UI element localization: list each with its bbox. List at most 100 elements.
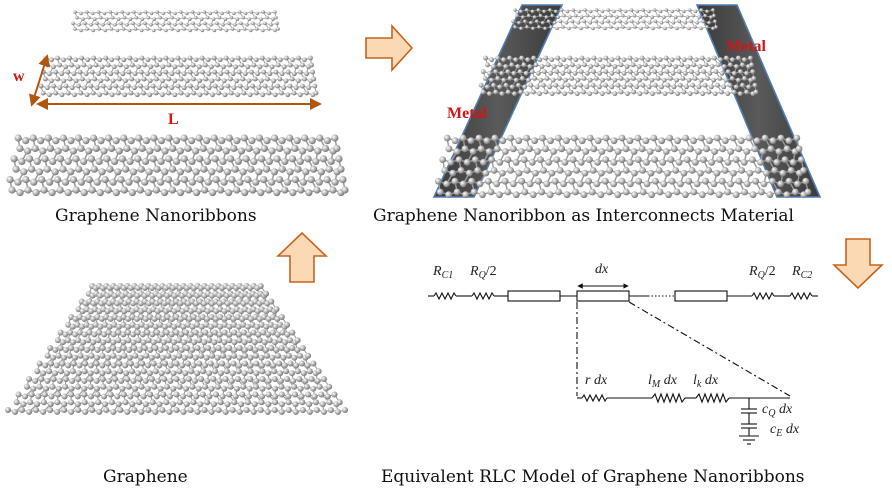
carbon-atom bbox=[247, 376, 254, 382]
carbon-atom bbox=[538, 13, 543, 18]
carbon-atom bbox=[61, 78, 67, 84]
carbon-atom bbox=[159, 354, 166, 361]
carbon-atom bbox=[255, 331, 262, 338]
carbon-atom bbox=[690, 137, 697, 145]
carbon-atom bbox=[568, 177, 576, 185]
carbon-atom bbox=[699, 8, 704, 12]
carbon-atom bbox=[308, 137, 316, 145]
carbon-atom bbox=[518, 177, 526, 185]
carbon-atom bbox=[187, 137, 196, 145]
carbon-atom bbox=[104, 354, 111, 361]
carbon-atom bbox=[27, 399, 34, 406]
carbon-atom bbox=[621, 25, 625, 29]
carbon-atom bbox=[123, 370, 130, 377]
carbon-atom bbox=[703, 62, 709, 68]
carbon-atom bbox=[241, 57, 247, 63]
carbon-atom bbox=[28, 391, 35, 398]
carbon-atom bbox=[204, 377, 211, 384]
carbon-atom bbox=[176, 189, 185, 197]
carbon-atom bbox=[247, 368, 254, 375]
carbon-atom bbox=[264, 408, 271, 415]
carbon-atom bbox=[72, 155, 80, 163]
carbon-atom bbox=[573, 167, 581, 174]
carbon-atom bbox=[561, 25, 565, 29]
carbon-atom bbox=[134, 155, 142, 163]
carbon-atom bbox=[137, 22, 141, 27]
carbon-atom bbox=[265, 377, 272, 384]
carbon-atom bbox=[276, 144, 284, 152]
carbon-atom bbox=[469, 148, 477, 155]
carbon-atom bbox=[184, 64, 190, 70]
carbon-atom bbox=[34, 368, 41, 375]
carbon-atom bbox=[331, 178, 339, 186]
carbon-atom bbox=[712, 91, 718, 97]
carbon-atom bbox=[249, 69, 254, 75]
carbon-atom bbox=[117, 62, 123, 68]
carbon-atom bbox=[509, 62, 515, 68]
carbon-atom bbox=[674, 77, 680, 83]
carbon-atom bbox=[327, 407, 334, 413]
carbon-atom bbox=[67, 168, 75, 176]
carbon-atom bbox=[283, 55, 289, 61]
carbon-atom bbox=[134, 92, 140, 98]
carbon-atom bbox=[623, 9, 628, 14]
carbon-atom bbox=[689, 19, 694, 24]
carbon-atom bbox=[265, 401, 272, 408]
carbon-atom bbox=[143, 323, 150, 330]
carbon-atom bbox=[99, 376, 106, 382]
carbon-atom bbox=[169, 71, 175, 77]
carbon-atom bbox=[668, 89, 674, 95]
carbon-atom bbox=[445, 191, 453, 199]
carbon-atom bbox=[698, 134, 705, 142]
carbon-atom bbox=[789, 158, 797, 166]
carbon-atom bbox=[258, 399, 265, 406]
carbon-atom bbox=[536, 70, 541, 76]
carbon-atom bbox=[484, 177, 492, 185]
carbon-atom bbox=[757, 158, 764, 166]
carbon-atom bbox=[107, 21, 111, 26]
carbon-atom bbox=[54, 337, 61, 344]
carbon-atom bbox=[277, 321, 284, 328]
carbon-atom bbox=[513, 57, 519, 63]
carbon-atom bbox=[267, 71, 273, 77]
carbon-atom bbox=[259, 55, 265, 61]
carbon-atom bbox=[301, 134, 309, 142]
carbon-atom bbox=[59, 165, 67, 173]
carbon-atom bbox=[139, 360, 146, 367]
carbon-atom bbox=[178, 346, 185, 353]
carbon-atom bbox=[210, 376, 217, 382]
carbon-atom bbox=[290, 57, 295, 63]
carbon-atom bbox=[708, 158, 716, 166]
carbon-atom bbox=[86, 329, 93, 336]
carbon-atom bbox=[75, 165, 83, 173]
carbon-atom bbox=[107, 144, 116, 152]
carbon-atom bbox=[114, 69, 120, 75]
carbon-atom bbox=[123, 64, 129, 70]
carbon-atom bbox=[468, 177, 476, 185]
carbon-atom bbox=[231, 346, 238, 353]
carbon-atom bbox=[64, 189, 72, 197]
carbon-atom bbox=[769, 137, 777, 145]
carbon-atom bbox=[300, 83, 305, 89]
carbon-atom bbox=[688, 167, 696, 174]
carbon-atom bbox=[471, 156, 479, 164]
carbon-atom bbox=[748, 55, 753, 61]
carbon-atom bbox=[88, 186, 96, 194]
carbon-atom bbox=[90, 165, 98, 173]
carbon-atom bbox=[28, 165, 36, 173]
carbon-atom bbox=[651, 55, 657, 61]
carbon-atom bbox=[263, 137, 271, 145]
carbon-atom bbox=[518, 89, 524, 95]
carbon-atom bbox=[507, 55, 513, 61]
carbon-atom bbox=[665, 19, 670, 24]
carbon-atom bbox=[52, 370, 59, 377]
carbon-atom bbox=[316, 134, 324, 142]
carbon-atom bbox=[670, 9, 674, 14]
carbon-atom bbox=[709, 15, 713, 19]
carbon-atom bbox=[740, 62, 745, 68]
carbon-atom bbox=[612, 64, 618, 69]
carbon-atom bbox=[189, 383, 196, 390]
carbon-atom bbox=[732, 156, 740, 164]
lattice-bonds bbox=[437, 137, 809, 196]
carbon-atom bbox=[247, 165, 255, 173]
